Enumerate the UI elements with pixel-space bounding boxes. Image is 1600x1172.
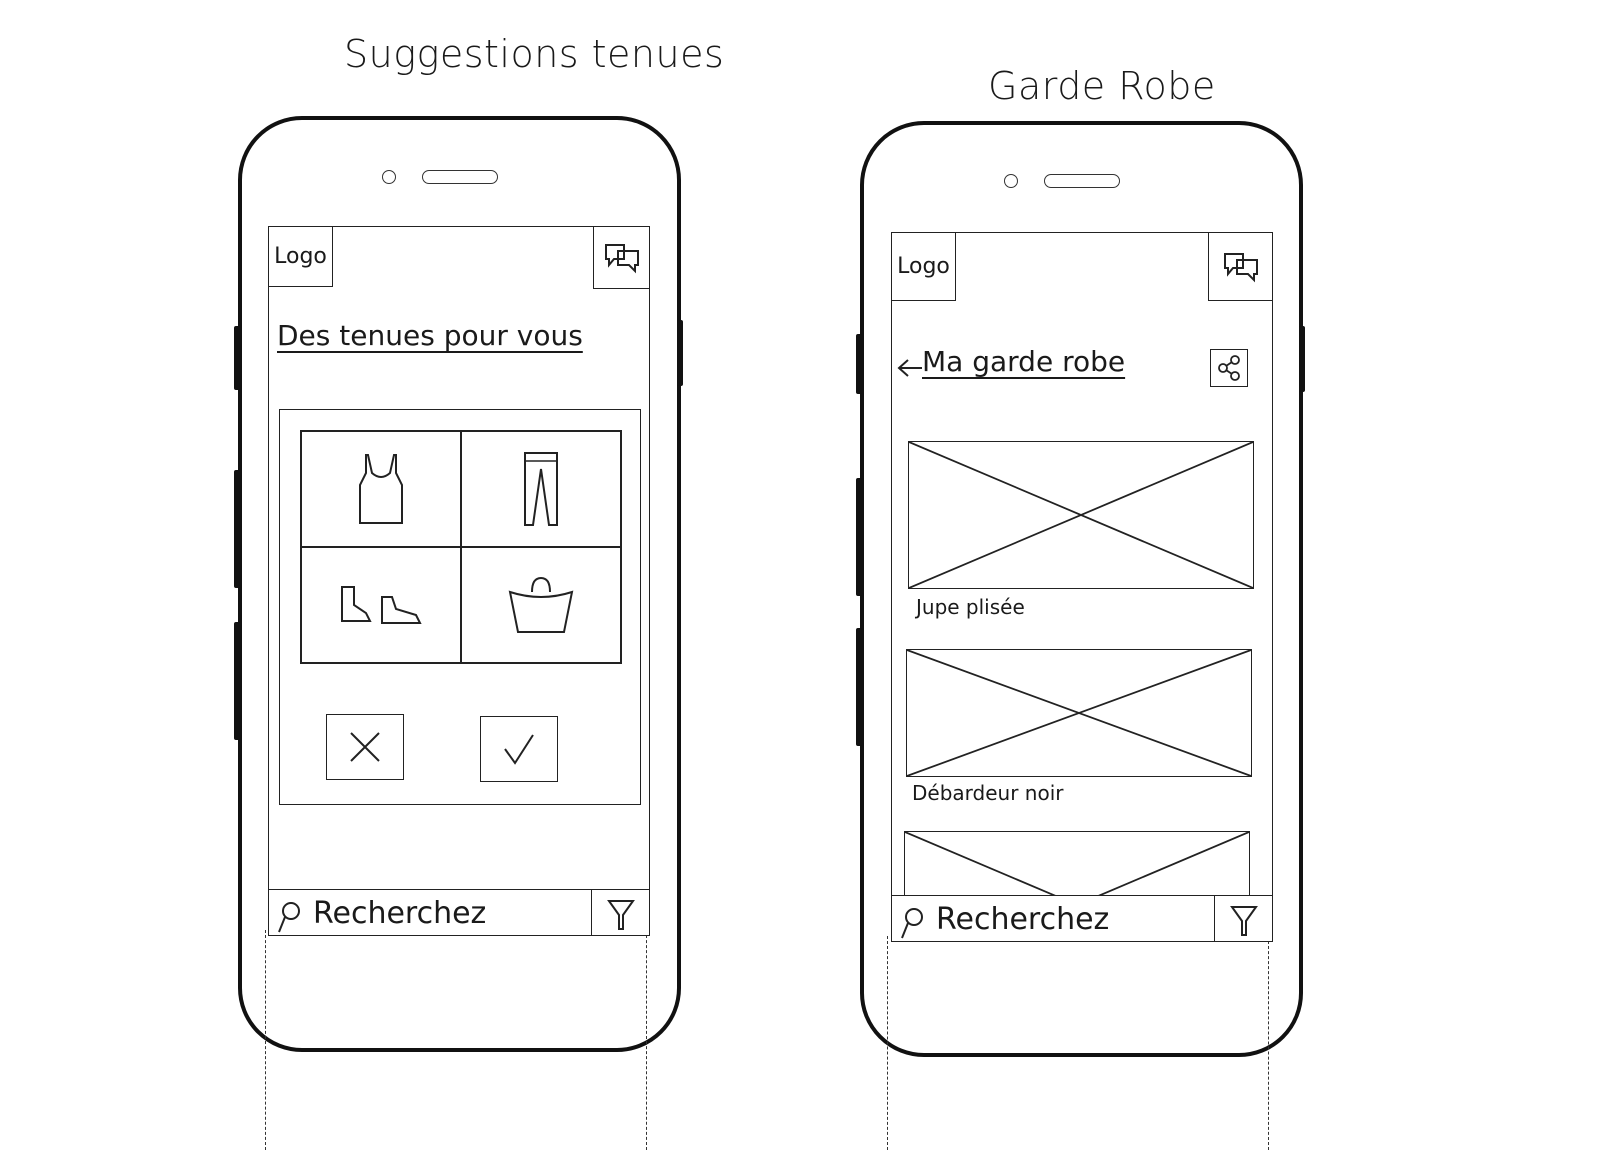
screen-title-wardrobe: Garde Robe: [988, 64, 1216, 108]
check-icon: [504, 734, 534, 765]
outfit-item-top[interactable]: [301, 431, 461, 547]
phone-camera: [1004, 174, 1018, 188]
screen-wardrobe: Logo Ma garde robe Jupe plisée Débardeur…: [891, 232, 1273, 942]
logo-text: Logo: [897, 254, 950, 279]
logo[interactable]: Logo: [269, 227, 333, 287]
arrow-left-icon[interactable]: [896, 357, 924, 379]
search-icon: [901, 908, 923, 939]
phone-side-button: [856, 628, 862, 746]
phone-side-button: [234, 470, 240, 588]
shoes-icon: [341, 586, 422, 624]
logo[interactable]: Logo: [892, 233, 956, 301]
search-input[interactable]: Recherchez: [313, 896, 487, 931]
wardrobe-item-image[interactable]: [906, 649, 1252, 777]
phone-speaker: [1044, 174, 1120, 188]
chat-icon: [604, 243, 639, 273]
phone-side-button: [677, 320, 683, 386]
filter-icon: [606, 900, 635, 930]
top-icon: [359, 454, 403, 524]
wardrobe-item-label: Débardeur noir: [912, 781, 1064, 805]
close-icon: [350, 732, 380, 762]
image-placeholder-icon: [908, 441, 1254, 589]
outfit-suggestion-card: [279, 409, 641, 805]
search-input[interactable]: Recherchez: [936, 902, 1110, 937]
filter-button[interactable]: [1214, 896, 1272, 941]
screen-extension-guide: [265, 930, 647, 1150]
wardrobe-item-image[interactable]: [908, 441, 1254, 589]
chat-button[interactable]: [593, 227, 649, 289]
phone-side-button: [1299, 326, 1305, 392]
outfit-grid: [300, 430, 622, 664]
image-placeholder-icon: [906, 649, 1252, 777]
filter-button[interactable]: [591, 890, 649, 935]
screen-extension-guide: [887, 936, 1269, 1150]
wardrobe-item-label: Jupe plisée: [916, 595, 1025, 619]
page-heading: Des tenues pour vous: [277, 319, 583, 352]
chat-icon: [1223, 252, 1258, 282]
page-heading: Ma garde robe: [922, 345, 1126, 378]
screen-title-suggestions: Suggestions tenues: [344, 32, 725, 76]
reject-button[interactable]: [326, 714, 404, 780]
share-icon: [1218, 355, 1240, 381]
phone-camera: [382, 170, 396, 184]
logo-text: Logo: [274, 244, 327, 269]
outfit-item-shoes[interactable]: [301, 547, 461, 663]
accept-button[interactable]: [480, 716, 558, 782]
outfit-item-bag[interactable]: [461, 547, 621, 663]
bag-icon: [508, 576, 574, 633]
search-bar[interactable]: Recherchez: [892, 895, 1272, 941]
phone-side-button: [234, 622, 240, 740]
search-bar[interactable]: Recherchez: [269, 889, 649, 935]
phone-side-button: [856, 478, 862, 596]
filter-icon: [1229, 906, 1258, 936]
chat-button[interactable]: [1208, 233, 1272, 301]
search-icon: [278, 902, 300, 933]
outfit-item-pants[interactable]: [461, 431, 621, 547]
screen-suggestions: Logo Des tenues pour vous: [268, 226, 650, 936]
phone-speaker: [422, 170, 498, 184]
pants-icon: [524, 452, 558, 526]
phone-side-button: [234, 326, 240, 390]
share-button[interactable]: [1210, 349, 1248, 387]
phone-side-button: [856, 334, 862, 394]
